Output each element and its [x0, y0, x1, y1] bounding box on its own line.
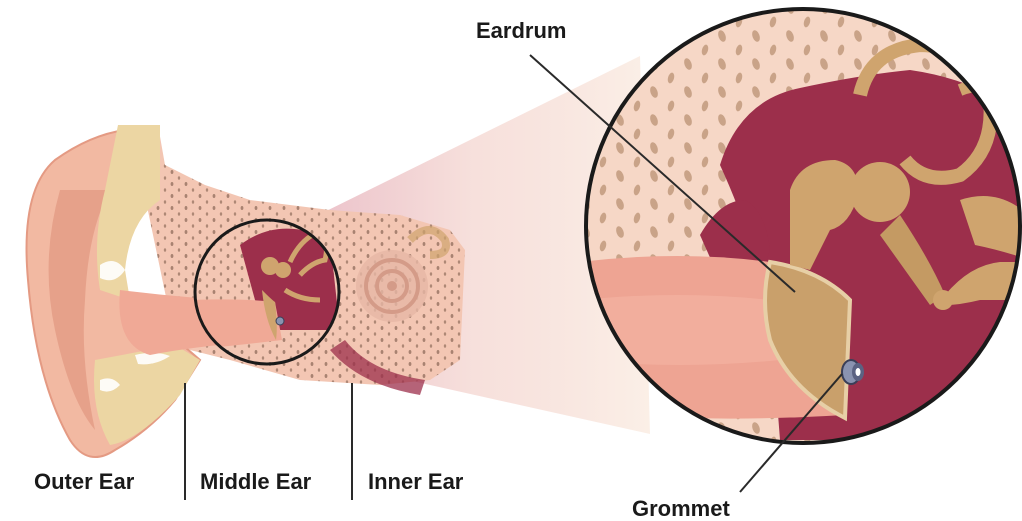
middle-ear-label: Middle Ear: [200, 471, 311, 493]
outer-ear-label: Outer Ear: [34, 471, 134, 493]
grommet-label: Grommet: [632, 498, 730, 520]
eardrum-label: Eardrum: [476, 20, 566, 42]
inner-ear-label: Inner Ear: [368, 471, 463, 493]
